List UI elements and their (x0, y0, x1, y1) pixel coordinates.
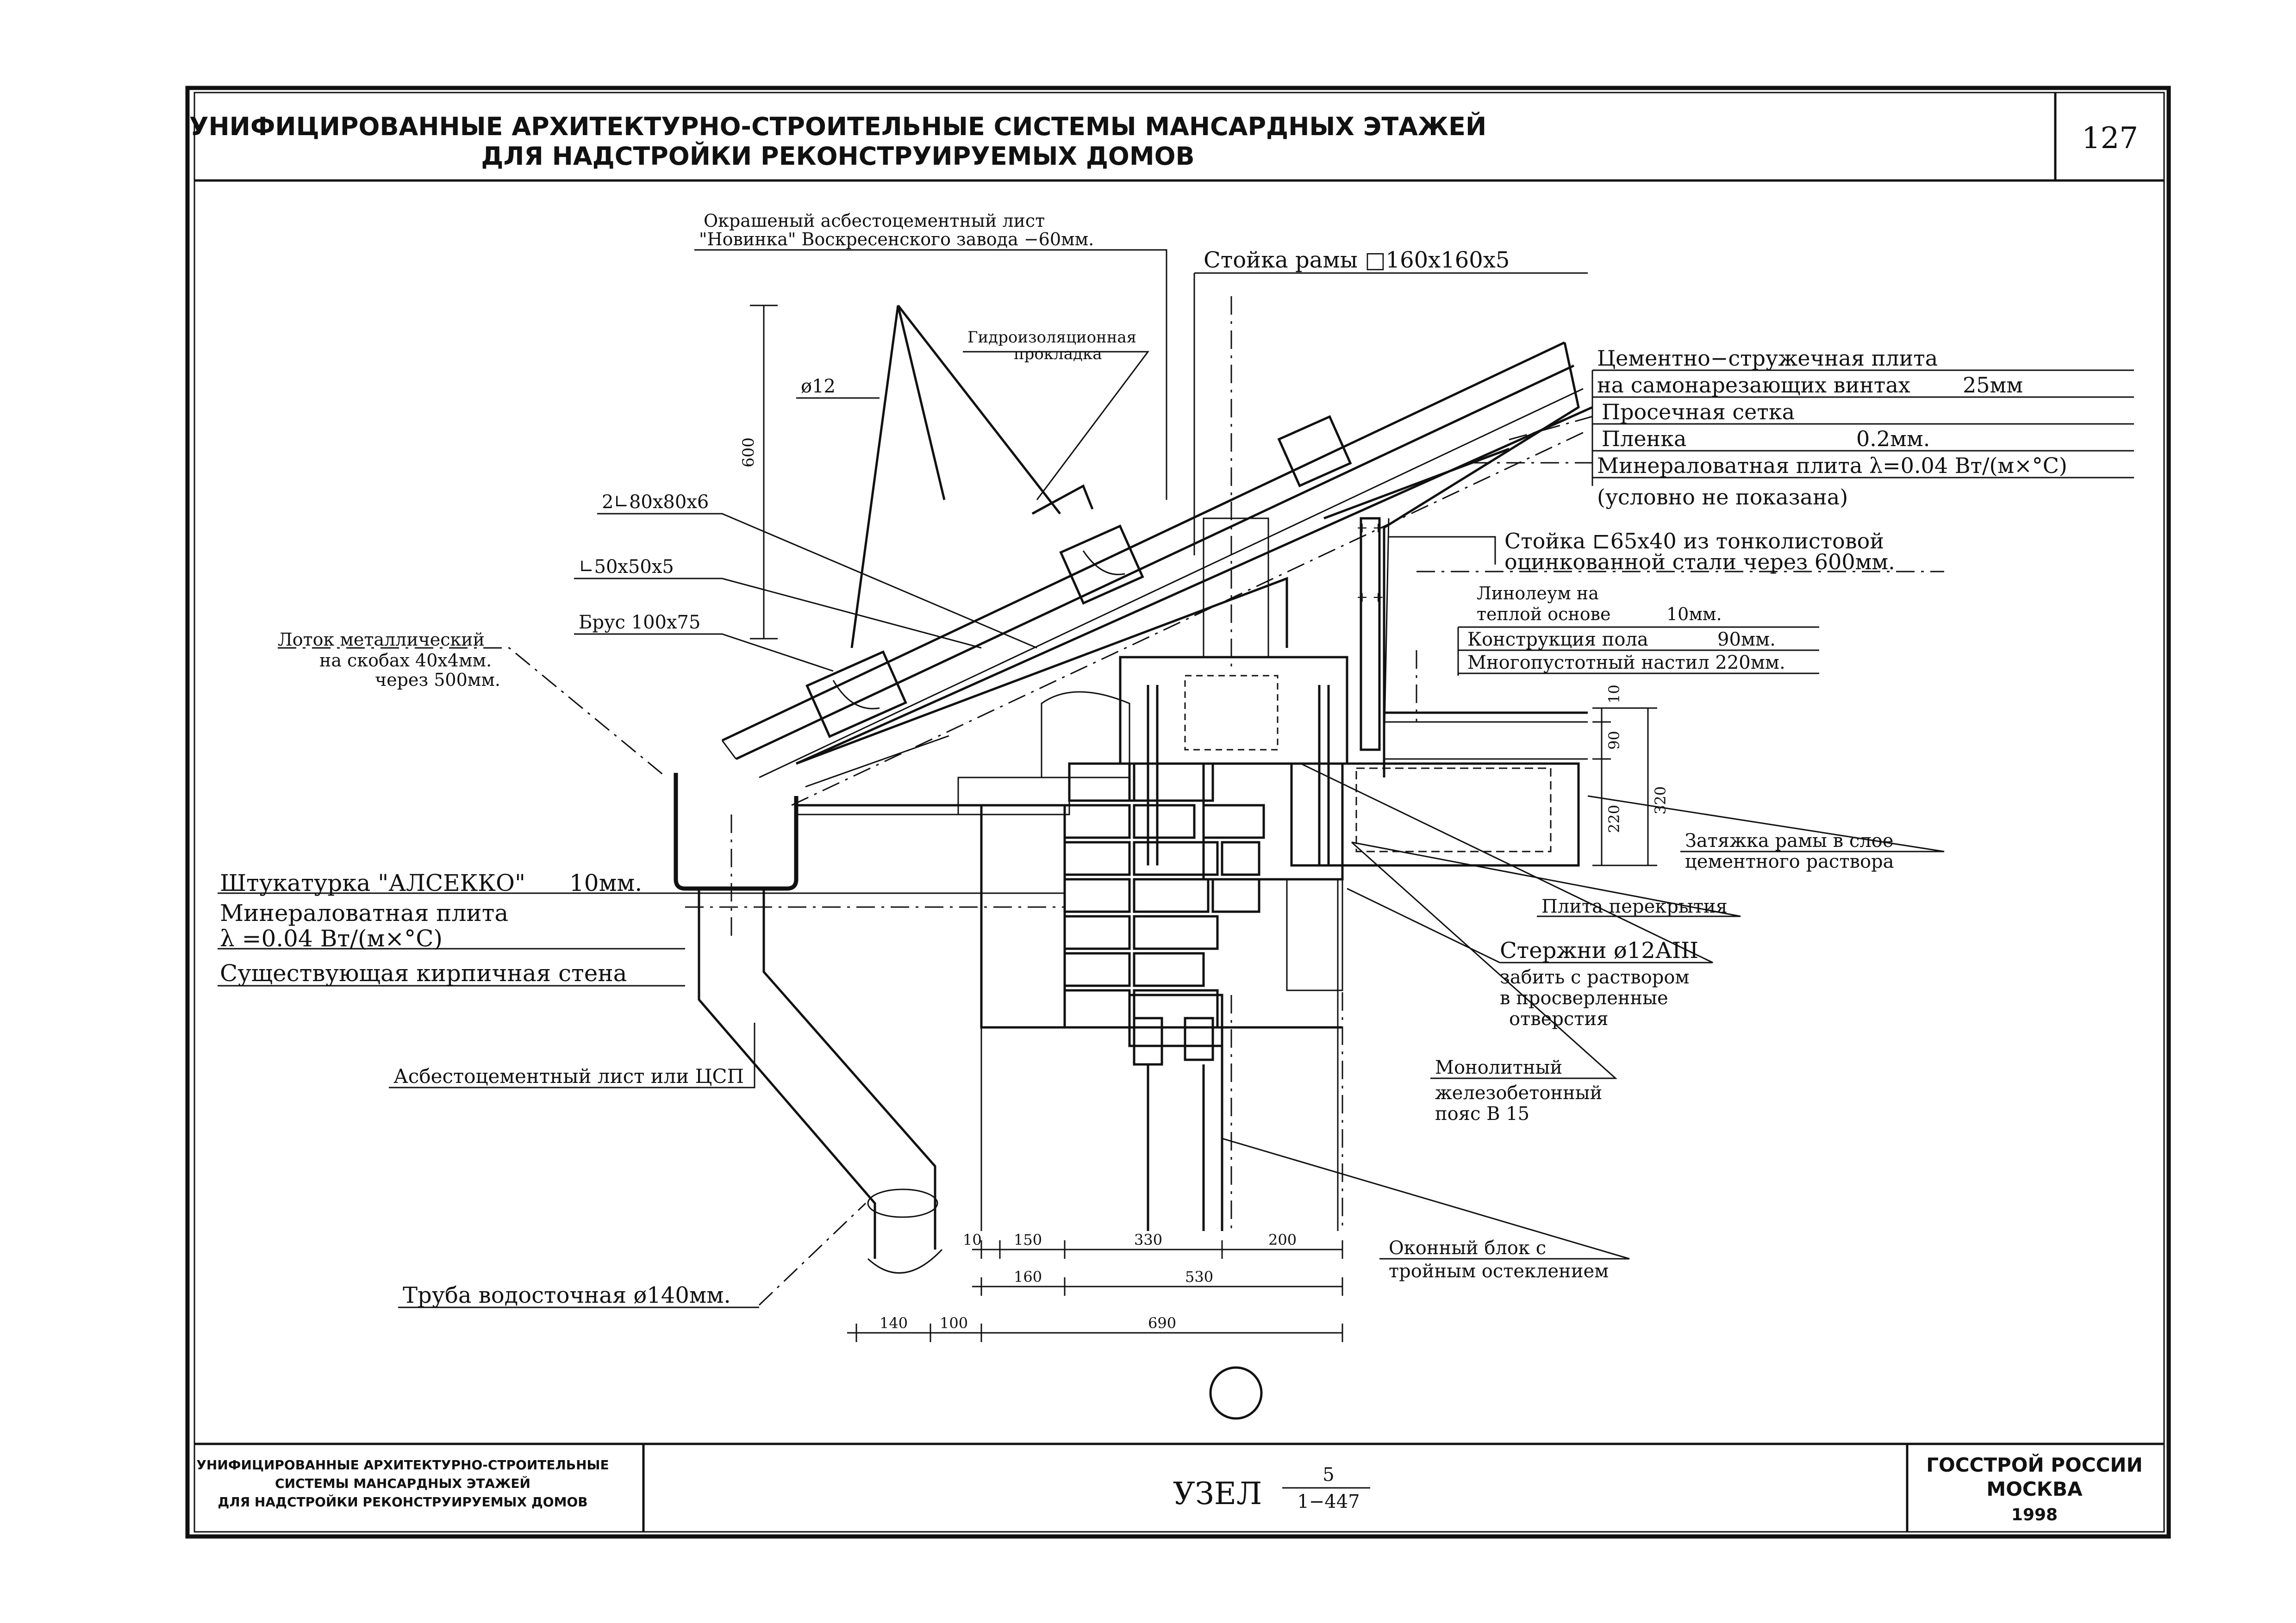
label-linoleum-2: теплой основе (1477, 604, 1611, 624)
label-linoleum-thk: 10мм. (1666, 604, 1722, 624)
label-window-1: Оконный блок с (1389, 1237, 1546, 1259)
label-beam: Брус 100x75 (579, 612, 700, 633)
label-floor-constr: Конструкция пола (1467, 629, 1648, 650)
dim-r1-150: 150 (1014, 1231, 1042, 1249)
label-floor-thk: 90мм. (1717, 629, 1776, 650)
label-steel-post-1: Стойка ⊏65x40 из тонколистовой (1504, 529, 1884, 553)
dim-r3-140: 140 (880, 1314, 908, 1332)
label-rods-4: отверстия (1509, 1008, 1608, 1030)
label-not-shown: (условно не показана) (1597, 485, 1848, 510)
dim-r3-100: 100 (940, 1314, 968, 1332)
label-rod-diam: ø12 (801, 376, 836, 397)
sheet-border (185, 86, 2171, 1539)
label-monolith-2: железобетонный (1435, 1082, 1602, 1104)
downpipe (698, 815, 943, 1274)
dim-v220: 220 (1605, 805, 1623, 833)
gutter (674, 773, 799, 891)
section-marker (1209, 1366, 1263, 1420)
label-roof-sheet-2: "Новинка" Воскресенского завода −60мм. (699, 229, 1094, 249)
label-mineral-wall-1: Минераловатная плита (220, 900, 508, 927)
dim-r1-200: 200 (1268, 1231, 1297, 1249)
tb-left-2: СИСТЕМЫ МАНСАРДНЫХ ЭТАЖЕЙ (275, 1475, 530, 1491)
label-hollow-slab: Многопустотный настил 220мм. (1467, 652, 1785, 673)
svg-text:+ +: + + (1356, 589, 1384, 605)
label-tie-1: Затяжка рамы в слое (1685, 830, 1893, 852)
tb-node-label: УЗЕЛ (1173, 1476, 1262, 1511)
floor-slab (1290, 762, 1580, 867)
label-asbestos-csp: Асбестоцементный лист или ЦСП (393, 1065, 744, 1088)
label-mineral-wall-2: λ =0.04 Вт/(м×°С) (220, 925, 443, 952)
dim-r2-160: 160 (1014, 1268, 1042, 1286)
label-csp-thk: 25мм (1963, 373, 2023, 398)
dim-v90: 90 (1605, 731, 1623, 750)
label-angle-2l: 2∟80x80x6 (602, 491, 709, 513)
label-waterproof-2: прокладка (1014, 345, 1102, 363)
label-csp-2: на самонарезающих винтах (1597, 373, 1910, 398)
dim-v320: 320 (1652, 786, 1669, 815)
label-mineral-roof: Минераловатная плита λ=0.04 Вт/(м×°С) (1597, 453, 2067, 478)
bottom-dimensions (847, 1240, 1343, 1342)
label-roof-sheet-1: Окрашеный асбестоцементный лист (704, 211, 1045, 231)
label-gutter-2: на скобах 40x4мм. (319, 650, 492, 671)
dim-r3-690: 690 (1148, 1314, 1176, 1332)
title-block: УНИФИЦИРОВАННЫЕ АРХИТЕКТУРНО-СТРОИТЕЛЬНЫ… (194, 1443, 2164, 1532)
label-film: Пленка (1602, 426, 1686, 451)
label-plaster: Штукатурка "АЛСЕККО" (220, 870, 525, 896)
svg-text:+ +: + + (1356, 520, 1384, 536)
label-linoleum-1: Линолеум на (1477, 583, 1599, 603)
label-slab: Плита перекрытия (1541, 896, 1728, 917)
tb-node-num: 5 (1323, 1464, 1334, 1486)
dim-v10: 10 (1605, 684, 1623, 703)
header-title-line1: УНИФИЦИРОВАННЫЕ АРХИТЕКТУРНО-СТРОИТЕЛЬНЫ… (189, 112, 1486, 141)
tb-node-series: 1−447 (1297, 1491, 1360, 1512)
label-rods-2: забить с раствором (1500, 967, 1690, 988)
label-gutter-1: Лоток металлический (278, 629, 485, 650)
label-waterproof-1: Гидроизоляционная (967, 328, 1136, 347)
tb-org-2: МОСКВА (1986, 1478, 2083, 1500)
wall-section (957, 691, 1342, 1231)
label-rods-3: в просверленные (1500, 988, 1668, 1009)
label-angle-l: ∟50x50x5 (579, 556, 674, 578)
tb-left-3: ДЛЯ НАДСТРОЙКИ РЕКОНСТРУИРУЕМЫХ ДОМОВ (218, 1494, 587, 1510)
dim-r2-530: 530 (1185, 1268, 1213, 1286)
label-film-thk: 0.2мм. (1856, 426, 1930, 451)
label-rods-1: Стержни ø12АIII (1500, 938, 1698, 964)
label-plaster-thk: 10мм. (569, 870, 642, 896)
label-monolith-3: пояс В 15 (1435, 1103, 1529, 1125)
tb-org-1: ГОССТРОЙ РОССИИ (1926, 1453, 2142, 1476)
tb-year: 1998 (2011, 1505, 2058, 1524)
detail-drawing: 600 (674, 296, 1593, 1420)
label-window-2: тройным остеклением (1389, 1261, 1609, 1282)
inner-border (193, 92, 2165, 1533)
label-gutter-3: через 500мм. (375, 670, 500, 690)
dim-r1-330: 330 (1134, 1231, 1162, 1249)
label-tie-2: цементного раствора (1685, 851, 1894, 872)
label-downpipe: Труба водосточная ø140мм. (403, 1282, 731, 1308)
dim-600: 600 (739, 437, 758, 467)
window-block (1128, 994, 1223, 1231)
label-steel-post-2: оцинкованной стали через 600мм. (1504, 549, 1895, 574)
leaders (218, 249, 2134, 1308)
label-frame-post: Стойка рамы □160x160x5 (1204, 247, 1510, 273)
label-brick-wall: Существующая кирпичная стена (220, 960, 627, 987)
label-csp-1: Цементно−стружечная плита (1597, 346, 1938, 371)
page-number: 127 (2082, 121, 2138, 155)
label-monolith-1: Монолитный (1435, 1057, 1562, 1078)
label-mesh: Просечная сетка (1602, 399, 1795, 424)
dim-r1-10: 10 (963, 1231, 982, 1249)
header-title-line2: ДЛЯ НАДСТРОЙКИ РЕКОНСТРУИРУЕМЫХ ДОМОВ (481, 142, 1194, 171)
purlin-blocks (805, 415, 1352, 738)
tb-left-1: УНИФИЦИРОВАННЫЕ АРХИТЕКТУРНО-СТРОИТЕЛЬНЫ… (196, 1457, 609, 1473)
